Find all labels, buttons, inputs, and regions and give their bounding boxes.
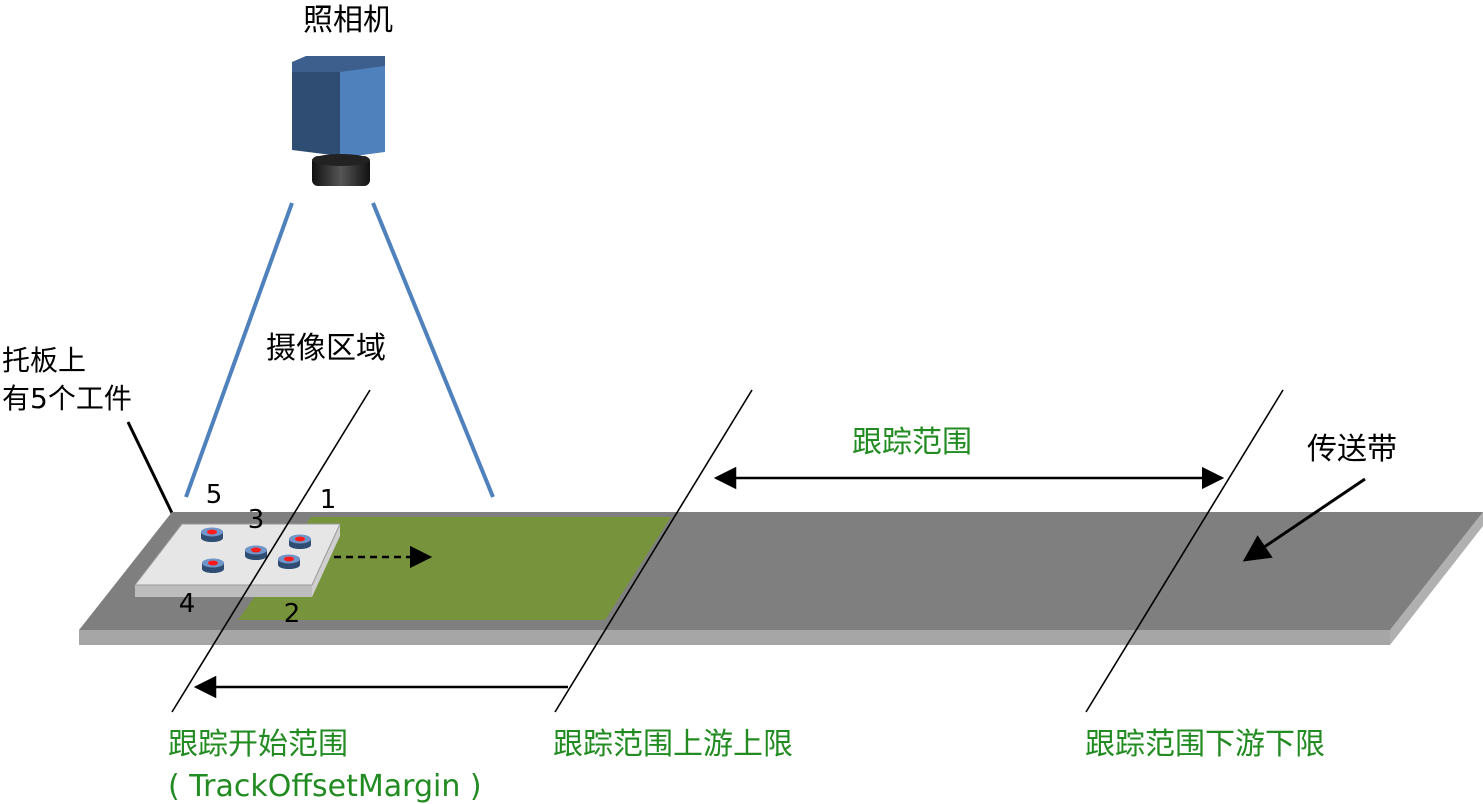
workpiece-number-3: 3 xyxy=(248,505,265,535)
pallet xyxy=(133,523,341,597)
camera-label: 照相机 xyxy=(303,3,393,38)
view-line-left xyxy=(184,202,294,498)
conveyor-label-arrow xyxy=(1242,477,1366,562)
conveyor-label: 传送带 xyxy=(1307,432,1397,467)
pallet-note-line2: 有5个工件 xyxy=(2,382,132,415)
workpiece-number-2: 2 xyxy=(284,599,301,629)
track-offset-margin-label: ( TrackOffsetMargin ) xyxy=(168,769,482,804)
tracking-start-line xyxy=(171,389,371,713)
workpiece-number-1: 1 xyxy=(320,485,337,515)
workpiece-icon xyxy=(201,527,311,573)
view-line-right xyxy=(371,202,495,498)
pallet-note-line1: 托板上 xyxy=(2,344,86,377)
downstream-limit-line xyxy=(1085,389,1284,713)
capture-zone xyxy=(238,517,671,620)
workpiece-number-4: 4 xyxy=(179,589,196,619)
camera-icon xyxy=(292,56,385,186)
upstream-limit-label: 跟踪范围上游上限 xyxy=(553,727,793,762)
capture-area-label: 摄像区域 xyxy=(266,331,386,366)
tracking-range-label: 跟踪范围 xyxy=(852,425,972,460)
upstream-limit-line xyxy=(554,389,753,713)
downstream-limit-label: 跟踪范围下游下限 xyxy=(1085,727,1325,762)
workpiece-number-5: 5 xyxy=(206,480,223,510)
tracking-start-range-label: 跟踪开始范围 xyxy=(168,727,348,762)
